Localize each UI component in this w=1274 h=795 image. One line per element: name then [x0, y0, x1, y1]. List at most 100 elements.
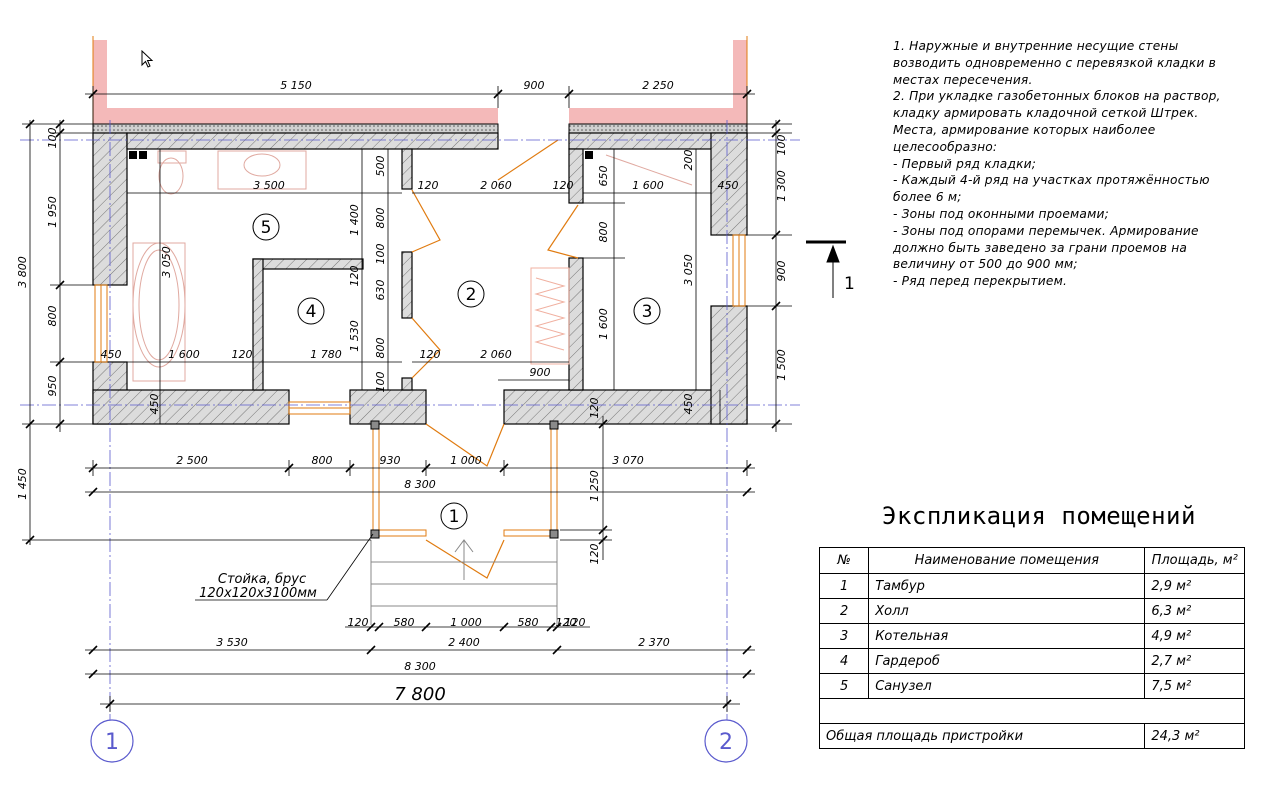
table-empty-row	[819, 698, 1245, 724]
dim-inner-900: 900	[530, 366, 551, 379]
dim-inner-120-g: 120	[556, 616, 577, 629]
axis-label-1: 1	[105, 730, 119, 755]
dim-left-1450: 1 450	[16, 468, 29, 500]
dim-top-1: 5 150	[280, 79, 312, 92]
dim-bottom-3070: 3 070	[612, 454, 644, 467]
axis-label-2: 2	[719, 730, 733, 755]
room-marker-4	[297, 297, 325, 325]
walls	[92, 132, 748, 425]
dim-inner-630: 630	[374, 280, 387, 301]
dim-axes-7800: 7 800	[394, 684, 446, 705]
bathroom-fixtures	[132, 150, 693, 382]
dim-left-3800: 3 800	[16, 256, 29, 288]
note-line: - Зоны под опорами перемычек. Армировани…	[893, 223, 1199, 238]
dim-inner-800-c: 800	[597, 222, 610, 243]
dim-top-2: 900	[524, 79, 545, 92]
row-area: 6,3 м²	[1144, 598, 1245, 624]
dim-stair-120-b: 120	[565, 616, 586, 629]
dim-inner-120-b: 120	[418, 179, 439, 192]
floor-plan-drawing: 5 4 2 3 1 1 2 1 5 150 900 2 250 100 1 95…	[16, 36, 855, 763]
dim-inner-120-a: 120	[348, 266, 361, 287]
dim-bottom-2370: 2 370	[638, 636, 670, 649]
note-line: более 6 м;	[893, 190, 962, 205]
mouse-cursor-icon	[141, 50, 154, 68]
note-line: Места, армирование которых наиболее	[893, 122, 1156, 137]
dim-inner-120-f: 120	[588, 398, 601, 419]
dim-inner-450-a: 450	[718, 179, 739, 192]
dim-stair-580-a: 580	[394, 616, 415, 629]
table-row: 5 Санузел 7,5 м²	[818, 673, 1245, 699]
note-line: кладку армировать кладочной сеткой Штрек…	[893, 106, 1199, 121]
room-number-3: 3	[642, 302, 653, 322]
room-number-1: 1	[449, 507, 460, 527]
dim-stair-120-a: 120	[348, 616, 369, 629]
room-number-2: 2	[466, 285, 477, 305]
dim-inner-3500: 3 500	[253, 179, 285, 192]
header-area: Площадь, м²	[1144, 547, 1245, 574]
note-line: - Первый ряд кладки;	[893, 156, 1037, 171]
dim-inner-120-c: 120	[553, 179, 574, 192]
dim-inner-800-b: 800	[374, 338, 387, 359]
dim-inner-500: 500	[374, 156, 387, 177]
section-mark-label: 1	[844, 274, 855, 294]
note-line: величину от 500 до 900 мм;	[893, 257, 1078, 272]
dim-inner-2060-a: 2 060	[480, 179, 512, 192]
total-label: Общая площадь пристройки	[818, 723, 1146, 749]
dim-bottom-1000: 1 000	[450, 454, 482, 467]
dim-bottom-3530: 3 530	[216, 636, 248, 649]
dim-inner-1600-b: 1 600	[597, 308, 610, 340]
row-num: 5	[818, 673, 870, 699]
dim-bottom-930: 930	[380, 454, 401, 467]
section-mark	[806, 240, 846, 298]
dim-stair-1000: 1 000	[450, 616, 482, 629]
room-marker-5	[252, 213, 280, 241]
dim-inner-450-d: 450	[682, 394, 695, 415]
dimension-lines	[22, 86, 792, 712]
header-num: №	[818, 547, 870, 574]
dim-inner-3050-left: 3 050	[160, 246, 173, 278]
explication-table: № Наименование помещения Площадь, м² 1 Т…	[818, 547, 1245, 749]
dim-inner-2060-b: 2 060	[480, 348, 512, 361]
vent-ducts	[129, 151, 593, 159]
row-area: 2,7 м²	[1144, 648, 1245, 674]
dim-total-8300-b: 8 300	[404, 660, 436, 673]
room-marker-2	[457, 280, 485, 308]
note-line: местах пересечения.	[893, 72, 1033, 87]
dim-left-950: 950	[46, 376, 59, 397]
axis-lines	[20, 120, 800, 720]
row-name: Котельная	[868, 623, 1146, 649]
dim-inner-100-a: 100	[374, 244, 387, 265]
note-line: - Ряд перед перекрытием.	[893, 274, 1068, 289]
row-name: Гардероб	[868, 648, 1146, 674]
note-line: возводить одновременно с перевязкой клад…	[893, 55, 1217, 70]
porch-posts	[370, 420, 559, 539]
room-number-5: 5	[261, 218, 272, 238]
table-row: 3 Котельная 4,9 м²	[818, 623, 1245, 649]
construction-notes: 1. Наружные и внутренние несущие стены в…	[893, 38, 1263, 290]
dim-inner-1780: 1 780	[310, 348, 342, 361]
row-area: 7,5 м²	[1144, 673, 1245, 699]
dim-right-1500: 1 500	[775, 349, 788, 381]
wall-cap-strip	[92, 123, 748, 134]
note-line: - Зоны под оконными проемами;	[893, 206, 1109, 221]
dimension-ticks	[25, 89, 781, 709]
row-num: 2	[818, 598, 870, 624]
dim-inner-650: 650	[597, 166, 610, 187]
table-total-row: Общая площадь пристройки 24,3 м²	[818, 723, 1245, 749]
dim-total-8300-a: 8 300	[404, 478, 436, 491]
row-area: 2,9 м²	[1144, 573, 1245, 599]
dim-inner-200: 200	[682, 150, 695, 171]
porch-frame	[372, 424, 558, 537]
dim-porch-120: 120	[588, 544, 601, 565]
dim-inner-120-d: 120	[420, 348, 441, 361]
dim-inner-1600-c: 1 600	[168, 348, 200, 361]
note-line: 2. При укладке газобетонных блоков на ра…	[893, 89, 1221, 104]
porch-stairs	[370, 539, 558, 625]
dim-inner-1400: 1 400	[348, 204, 361, 236]
room-number-4: 4	[306, 302, 317, 322]
dim-right-1300: 1 300	[775, 170, 788, 202]
dim-inner-100-b: 100	[374, 372, 387, 393]
row-name: Холл	[868, 598, 1146, 624]
dim-bottom-800: 800	[312, 454, 333, 467]
dim-top-3: 2 250	[642, 79, 674, 92]
